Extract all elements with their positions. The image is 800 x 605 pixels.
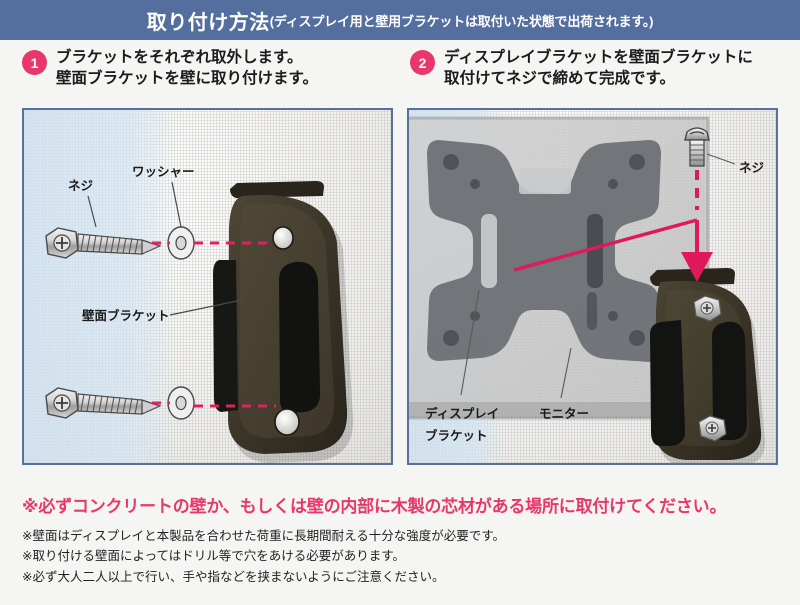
label-leader-lines: [460, 153, 736, 399]
label-washer: ワッシャー: [132, 165, 195, 179]
alignment-dashed-lines: [152, 241, 276, 408]
wall-bracket-with-screws-photo: [650, 268, 766, 463]
step-1-line-1: ブラケットをそれぞれ取外します。: [56, 49, 303, 66]
step-2-photo-panel: ネジ ディスプレイ ブラケット モニター: [407, 108, 778, 465]
note-item: ※取り付ける壁面によってはドリル等で穴をあける必要があります。: [22, 549, 405, 564]
installed-screw-top-icon: [693, 295, 722, 322]
washer-upper-icon: [167, 226, 195, 260]
step-1-heading: 1 ブラケットをそれぞれ取外します。 壁面ブラケットを壁に取り付けます。: [22, 48, 318, 90]
label-screw: ネジ: [68, 179, 94, 193]
step-1-illustration: ネジ ワッシャー 壁面ブラケット: [45, 165, 354, 463]
label-display-bracket-line-2: ブラケット: [425, 428, 488, 443]
label-leader-lines: [87, 181, 243, 316]
step-2-line-1: ディスプレイブラケットを壁面ブラケットに: [444, 49, 753, 66]
step-1-text: ブラケットをそれぞれ取外します。 壁面ブラケットを壁に取り付けます。: [56, 48, 318, 90]
warning-note: ※必ずコンクリートの壁か、もしくは壁の内部に木製の芯材がある場所に取付けてくださ…: [22, 497, 727, 516]
step-headings: 1 ブラケットをそれぞれ取外します。 壁面ブラケットを壁に取り付けます。 2 デ…: [0, 48, 800, 100]
label-wall-bracket: 壁面ブラケット: [82, 308, 170, 323]
screw-icon: [684, 127, 710, 167]
washer-lower-icon: [167, 386, 195, 420]
display-bracket-photo: [427, 140, 661, 362]
step-2-text: ディスプレイブラケットを壁面ブラケットに 取付けてネジで締めて完成です。: [444, 48, 753, 90]
step-2-heading: 2 ディスプレイブラケットを壁面ブラケットに 取付けてネジで締めて完成です。: [410, 48, 753, 90]
screw-upper-icon: [45, 227, 162, 259]
page-title: 取り付け方法: [146, 11, 270, 34]
step-1-photo-panel: ネジ ワッシャー 壁面ブラケット: [22, 108, 393, 465]
notes-section: ※必ずコンクリートの壁か、もしくは壁の内部に木製の芯材がある場所に取付けてくださ…: [22, 492, 782, 587]
note-item: ※壁面はディスプレイと本製品を合わせた荷重に長期間耐える十分な強度が必要です。: [22, 529, 505, 543]
wall-bracket-photo: [213, 181, 354, 463]
assembly-arrow: [513, 170, 713, 282]
page-header: 取り付け方法 (ディスプレイ用と壁用ブラケットは取付いた状態で出荷されます。): [0, 0, 800, 40]
label-display-bracket-line-1: ディスプレイ: [425, 406, 499, 421]
label-screw: ネジ: [739, 161, 765, 175]
step-2-illustration: ネジ ディスプレイ ブラケット モニター: [409, 116, 766, 463]
display-bracket-details: [443, 154, 645, 346]
note-item: ※必ず大人二人以上で行い、手や指などを挟まないようにご注意ください。: [22, 569, 445, 584]
step-2-line-2: 取付けてネジで締めて完成です。: [444, 69, 675, 87]
screw-lower-icon: [45, 387, 162, 419]
page-subtitle: (ディスプレイ用と壁用ブラケットは取付いた状態で出荷されます。): [269, 13, 654, 29]
step-1-line-2: 壁面ブラケットを壁に取り付けます。: [56, 69, 318, 87]
step-2-badge: 2: [410, 50, 435, 75]
label-monitor: モニター: [539, 406, 589, 421]
step-1-badge: 1: [22, 50, 47, 75]
installed-screw-bottom-icon: [698, 415, 727, 442]
